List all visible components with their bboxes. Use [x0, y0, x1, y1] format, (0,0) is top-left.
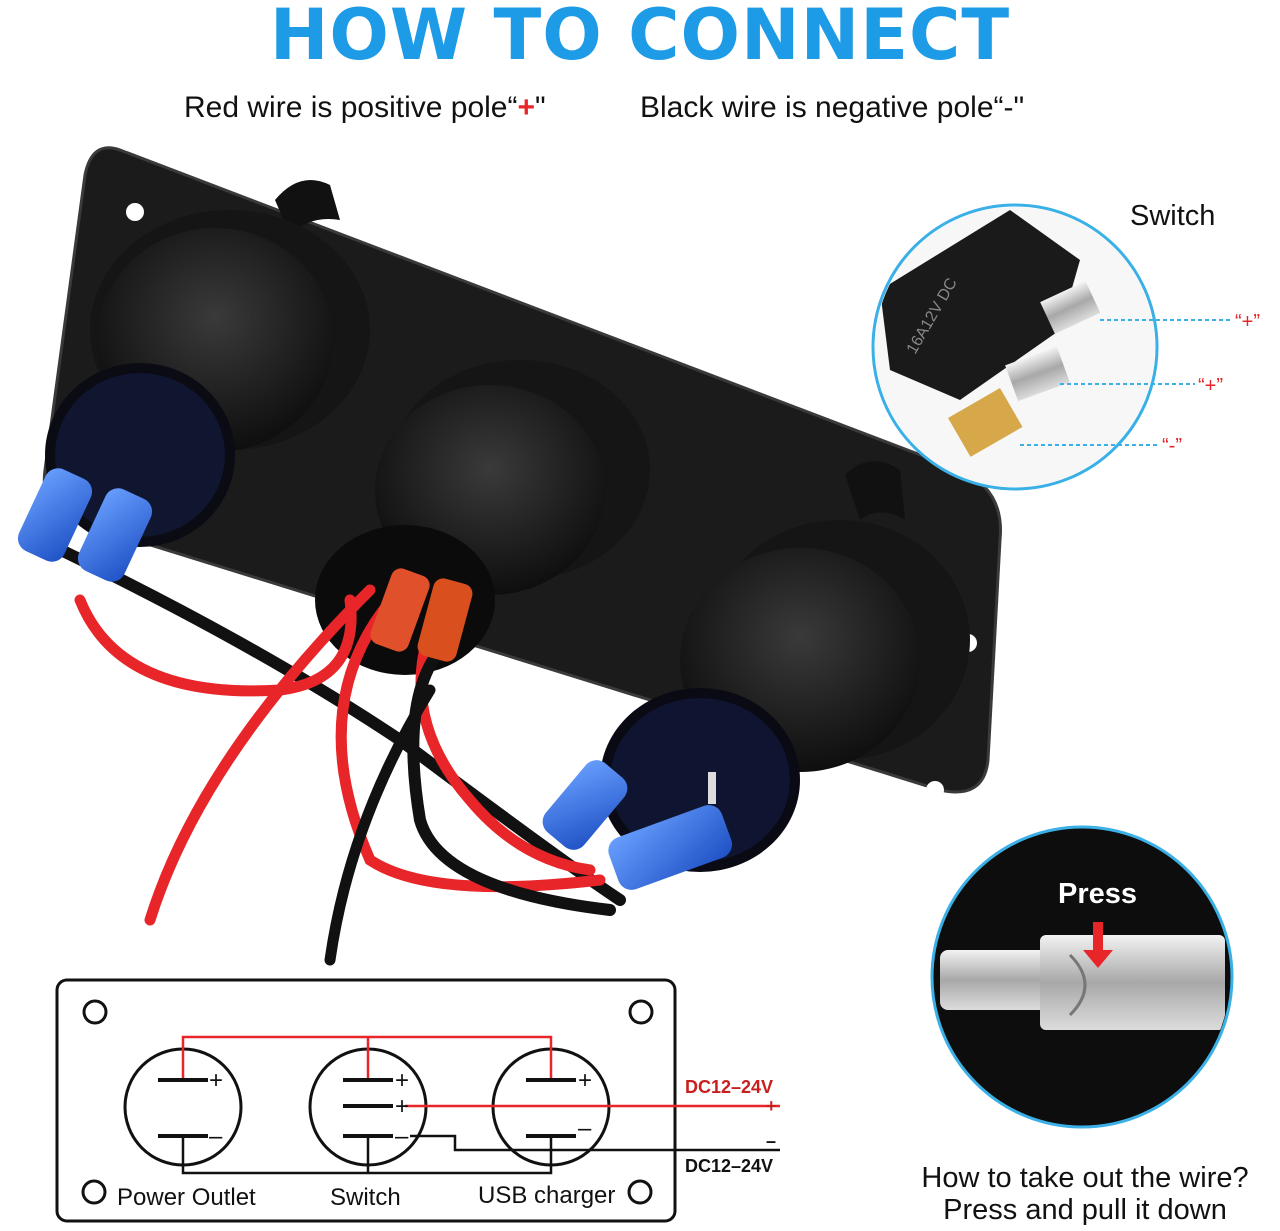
positive-supply-symbol: + — [766, 1096, 777, 1116]
press-callout — [930, 825, 1234, 1129]
switch-plus-2: + — [395, 1093, 409, 1120]
power-outlet-plus: + — [209, 1067, 223, 1094]
usb-terminal — [708, 772, 716, 804]
red-connectors — [370, 568, 473, 662]
press-label: Press — [1058, 878, 1138, 910]
label-usb-charger: USB charger — [478, 1182, 615, 1209]
wiring-diagram: + – + + – + – Power Outlet Switch USB ch… — [55, 978, 780, 1223]
panel-hole-top-left — [126, 203, 144, 221]
switch-terminal-label-1: “+” — [1235, 311, 1260, 333]
usb-minus: – — [578, 1115, 592, 1142]
wiring — [34, 534, 626, 966]
panel-hole-right-lower — [926, 781, 944, 799]
label-switch: Switch — [330, 1184, 401, 1211]
switch-label: Switch — [1130, 200, 1216, 232]
red-wire-note: Red wire is positive pole“+" — [184, 88, 546, 128]
red-wire-close: " — [535, 91, 546, 124]
switch-plus-1: + — [395, 1067, 409, 1094]
socket-power-outlet — [45, 210, 370, 547]
negative-supply-label: DC12–24V — [685, 1156, 773, 1176]
red-plus-symbol: + — [517, 91, 536, 124]
help-instruction: Press and pull it down — [943, 1194, 1227, 1226]
switch-terminal-label-2: “+” — [1198, 375, 1223, 397]
positive-supply-label: DC12–24V — [685, 1077, 773, 1097]
blue-connectors — [17, 468, 733, 890]
power-outlet-minus: – — [209, 1123, 223, 1150]
panel-clip-right — [845, 461, 905, 520]
usb-plus: + — [578, 1067, 592, 1094]
black-wire-note: Black wire is negative pole“-" — [640, 91, 1025, 124]
socket-usb-charger — [600, 520, 970, 872]
switch-minus: – — [395, 1123, 409, 1150]
switch-callout: 16A12V DC “+” “+” “-” — [871, 203, 1260, 491]
panel-clip-left — [275, 180, 340, 235]
red-wire-text: Red wire is positive pole“ — [184, 91, 518, 124]
switch-terminal-label-3: “-” — [1162, 435, 1182, 457]
press-arrow — [1083, 922, 1113, 968]
page-title: HOW TO CONNECT — [269, 0, 1011, 76]
help-question: How to take out the wire? — [921, 1162, 1249, 1194]
negative-supply-symbol: – — [766, 1131, 776, 1151]
label-power-outlet: Power Outlet — [117, 1184, 256, 1211]
